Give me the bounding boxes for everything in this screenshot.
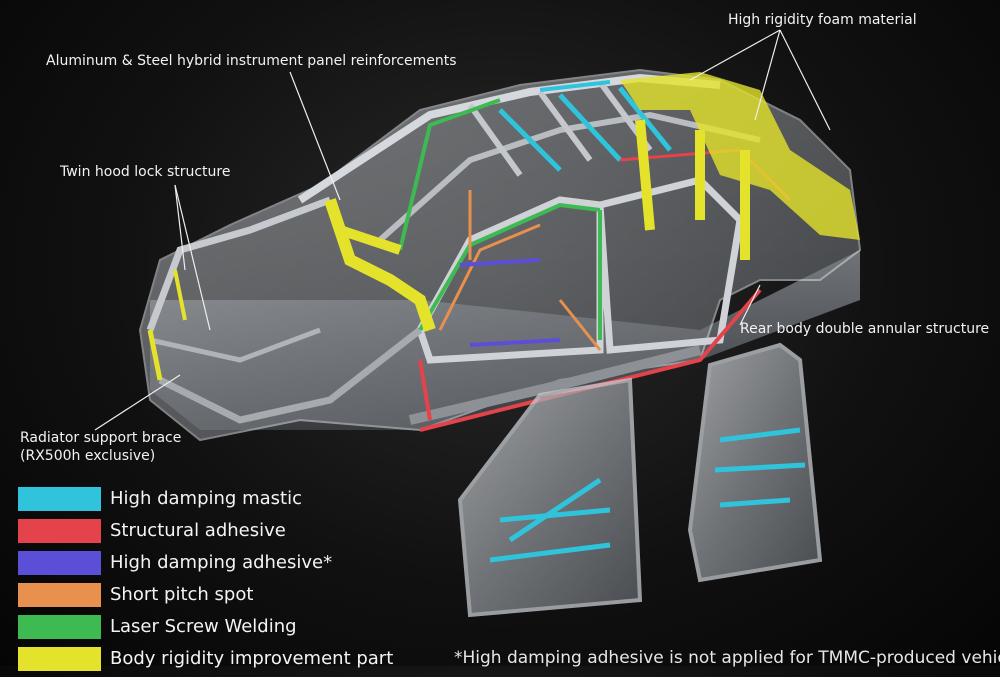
- legend-swatch: [18, 647, 101, 671]
- legend-item-damping-adhesive: High damping adhesive*: [18, 549, 438, 581]
- leader-lines: [94, 29, 831, 431]
- front-door: [457, 377, 643, 618]
- legend-label: Short pitch spot: [110, 584, 254, 605]
- rear-door: [687, 342, 823, 583]
- callout-radiator-line2: (RX500h exclusive): [20, 448, 156, 464]
- legend-label: High damping adhesive*: [110, 552, 333, 573]
- legend-swatch: [18, 487, 101, 511]
- callout-aluminum: Aluminum & Steel hybrid instrument panel…: [46, 53, 457, 69]
- legend-label: Structural adhesive: [110, 520, 286, 541]
- legend-swatch: [18, 583, 101, 607]
- treatment-markings: [147, 72, 860, 432]
- legend-label: Body rigidity improvement part: [110, 648, 394, 669]
- legend-swatch: [18, 519, 101, 543]
- legend-item-laser-screw-welding: Laser Screw Welding: [18, 613, 438, 645]
- footnote: *High damping adhesive is not applied fo…: [454, 648, 1000, 668]
- legend-swatch: [18, 615, 101, 639]
- legend-item-rigidity-part: Body rigidity improvement part: [18, 645, 438, 677]
- legend: High damping mastic Structural adhesive …: [18, 485, 438, 677]
- legend-item-short-pitch-spot: Short pitch spot: [18, 581, 438, 613]
- legend-label: High damping mastic: [110, 488, 302, 509]
- legend-swatch: [18, 551, 101, 575]
- callout-hood-lock: Twin hood lock structure: [60, 164, 231, 180]
- legend-item-structural-adhesive: Structural adhesive: [18, 517, 438, 549]
- callout-rear-body: Rear body double annular structure: [740, 321, 990, 337]
- callout-radiator-line1: Radiator support brace: [20, 430, 182, 446]
- legend-label: Laser Screw Welding: [110, 616, 297, 637]
- callout-radiator: Radiator support brace (RX500h exclusive…: [20, 429, 181, 465]
- legend-item-mastic: High damping mastic: [18, 485, 438, 517]
- callout-foam: High rigidity foam material: [728, 12, 917, 28]
